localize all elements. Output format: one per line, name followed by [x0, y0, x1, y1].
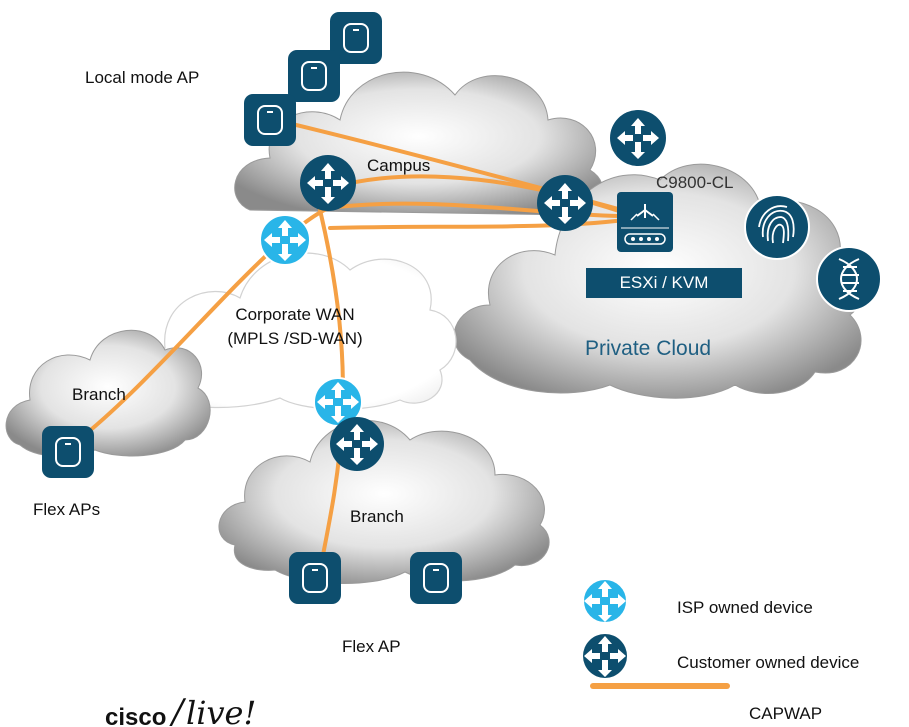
campus-label: Campus: [367, 156, 431, 175]
svg-text:cisco: cisco: [105, 704, 166, 727]
legend-capwap-line: [590, 683, 730, 689]
capwap-campus-3: [328, 218, 626, 230]
cisco-live-logo: cisco / live!: [105, 692, 256, 727]
wan-type-label: (MPLS /SD-WAN): [227, 329, 363, 348]
legend-isp-label: ISP owned device: [677, 598, 813, 617]
corporate-wan-label: Corporate WAN: [235, 305, 355, 324]
local-mode-ap-label: Local mode AP: [85, 68, 200, 87]
legend-isp-icon: [582, 578, 628, 624]
esxi-kvm-label: ESXi / KVM: [586, 268, 742, 298]
router-private-cloud: [537, 175, 593, 231]
svg-text:live!: live!: [186, 694, 256, 727]
branch-left-cloud: [5, 329, 211, 457]
local-ap-1: [243, 93, 297, 147]
flex-ap-center-1: [288, 551, 342, 605]
router-isp-campus: [259, 214, 311, 266]
router-branch: [330, 417, 384, 471]
legend-capwap-label: CAPWAP: [749, 704, 823, 723]
flex-ap-center-2: [409, 551, 463, 605]
wan-cloud: [131, 252, 457, 410]
flex-aps-label: Flex APs: [33, 500, 101, 519]
private-cloud-label: Private Cloud: [585, 337, 712, 360]
legend-customer-icon: [583, 634, 627, 678]
dna-icon: [816, 246, 882, 312]
branch-left-label: Branch: [72, 385, 126, 404]
c9800-label: C9800-CL: [656, 173, 734, 192]
branch-center-label: Branch: [350, 507, 404, 526]
flex-ap-label: Flex AP: [342, 637, 401, 656]
capwap-flex-left: [66, 203, 337, 450]
router-campus: [300, 155, 356, 211]
fingerprint-icon: [744, 194, 810, 260]
svg-text:/: /: [169, 692, 187, 727]
branch-center-cloud: [218, 419, 550, 584]
router-top-right: [610, 110, 666, 166]
wireless-controller-icon: [617, 192, 673, 252]
flex-ap-left: [41, 425, 95, 479]
local-ap-2: [287, 49, 341, 103]
legend-customer-label: Customer owned device: [677, 653, 860, 672]
